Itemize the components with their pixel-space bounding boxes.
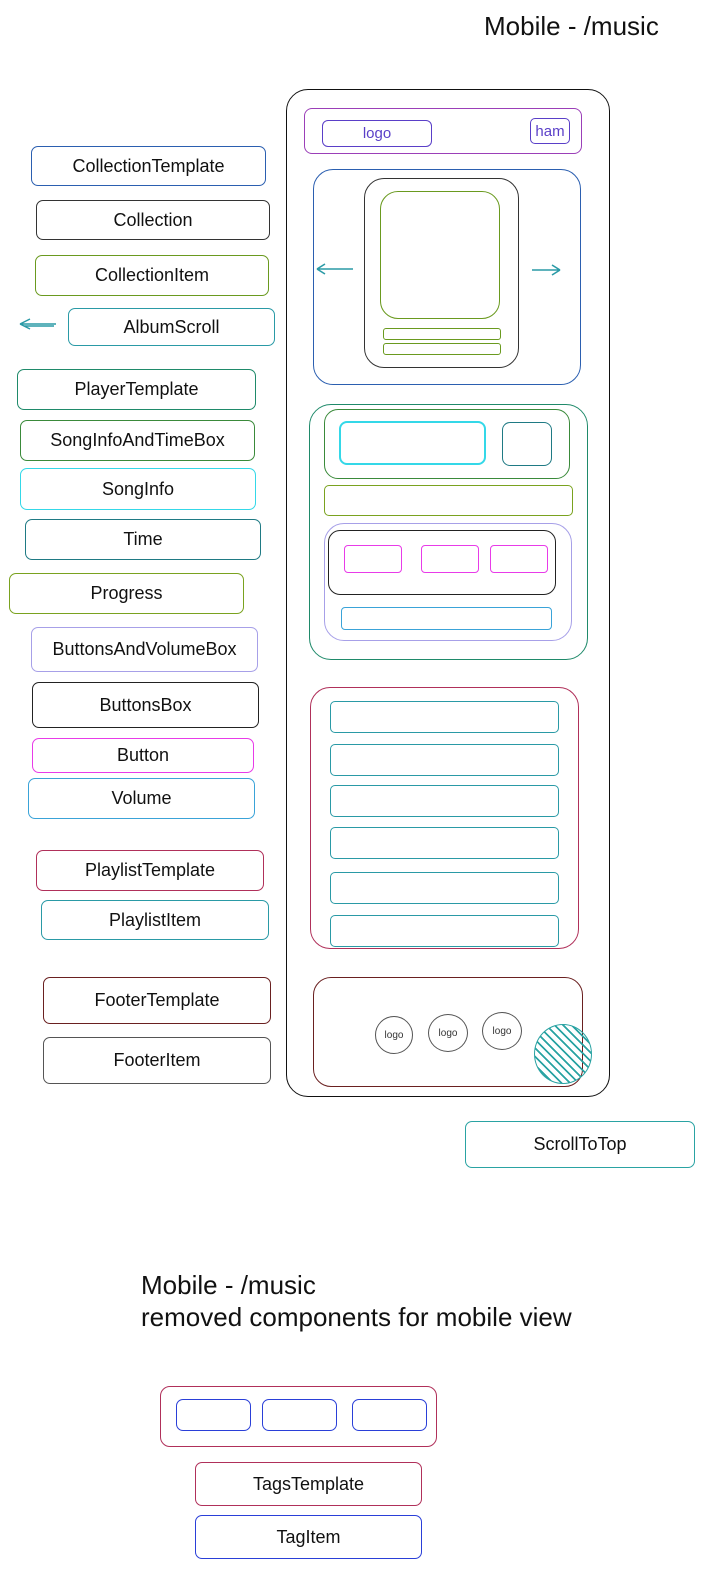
time-display [502, 422, 552, 466]
playlist-item[interactable] [330, 827, 559, 859]
player-button-3[interactable] [490, 545, 548, 573]
legend-player-template: PlayerTemplate [17, 369, 256, 410]
scroll-left-arrow-path [316, 263, 353, 275]
footer-logo-2[interactable]: logo [428, 1014, 468, 1052]
tag-item[interactable] [352, 1399, 427, 1431]
legend-volume: Volume [28, 778, 255, 819]
collection-item-subtitle [383, 343, 501, 355]
scroll-right-arrow-path [532, 264, 561, 276]
legend-song-info-and-time-box: SongInfoAndTimeBox [20, 420, 255, 461]
section-subheading: removed components for mobile view [141, 1302, 572, 1332]
album-scroll-arrow-path [19, 318, 56, 330]
legend-song-info: SongInfo [20, 468, 256, 510]
scroll-to-top-button[interactable] [534, 1024, 592, 1084]
legend-playlist-item: PlaylistItem [41, 900, 269, 940]
header-logo[interactable]: logo [322, 120, 432, 147]
tags-template [160, 1386, 437, 1447]
legend-buttons-and-volume-box: ButtonsAndVolumeBox [31, 627, 258, 672]
collection-item-title [383, 328, 501, 340]
legend-button: Button [32, 738, 254, 773]
legend-footer-item: FooterItem [43, 1037, 271, 1084]
legend-collection: Collection [36, 200, 270, 240]
player-template [309, 404, 588, 660]
legend-tag-item: TagItem [195, 1515, 422, 1559]
phone-frame [286, 89, 610, 1097]
scroll-left-arrow-icon[interactable] [315, 262, 355, 276]
scroll-right-arrow-icon[interactable] [530, 263, 564, 277]
collection-template [313, 169, 581, 385]
playlist-item[interactable] [330, 785, 559, 817]
album-scroll-arrow-icon [19, 318, 56, 330]
player-button-2[interactable] [421, 545, 479, 573]
legend-collection-item: CollectionItem [35, 255, 269, 296]
playlist-template [310, 687, 579, 949]
playlist-item[interactable] [330, 915, 559, 947]
legend-tags-template: TagsTemplate [195, 1462, 422, 1506]
legend-album-scroll: AlbumScroll [68, 308, 275, 346]
section-heading: Mobile - /music [141, 1270, 316, 1300]
legend-footer-template: FooterTemplate [43, 977, 271, 1024]
player-button-1[interactable] [344, 545, 402, 573]
hamburger-menu-button[interactable]: ham [530, 118, 570, 144]
legend-collection-template: CollectionTemplate [31, 146, 266, 186]
header-bar [304, 108, 582, 154]
tag-item[interactable] [262, 1399, 337, 1431]
song-info-and-time-box [324, 409, 570, 479]
footer-logo-1[interactable]: logo [375, 1016, 413, 1054]
page-title: Mobile - /music [484, 11, 659, 41]
legend-time: Time [25, 519, 261, 560]
legend-buttons-box: ButtonsBox [32, 682, 259, 728]
progress-bar[interactable] [324, 485, 573, 516]
buttons-and-volume-box [324, 523, 572, 641]
legend-progress: Progress [9, 573, 244, 614]
collection-item-cover[interactable] [380, 191, 500, 319]
volume-slider[interactable] [341, 607, 552, 630]
tag-item[interactable] [176, 1399, 251, 1431]
buttons-box [328, 530, 556, 595]
song-info [339, 421, 486, 465]
playlist-item[interactable] [330, 744, 559, 776]
legend-scroll-to-top: ScrollToTop [465, 1121, 695, 1168]
collection [364, 178, 519, 368]
playlist-item[interactable] [330, 872, 559, 904]
footer-logo-3[interactable]: logo [482, 1012, 522, 1050]
legend-playlist-template: PlaylistTemplate [36, 850, 264, 891]
playlist-item[interactable] [330, 701, 559, 733]
